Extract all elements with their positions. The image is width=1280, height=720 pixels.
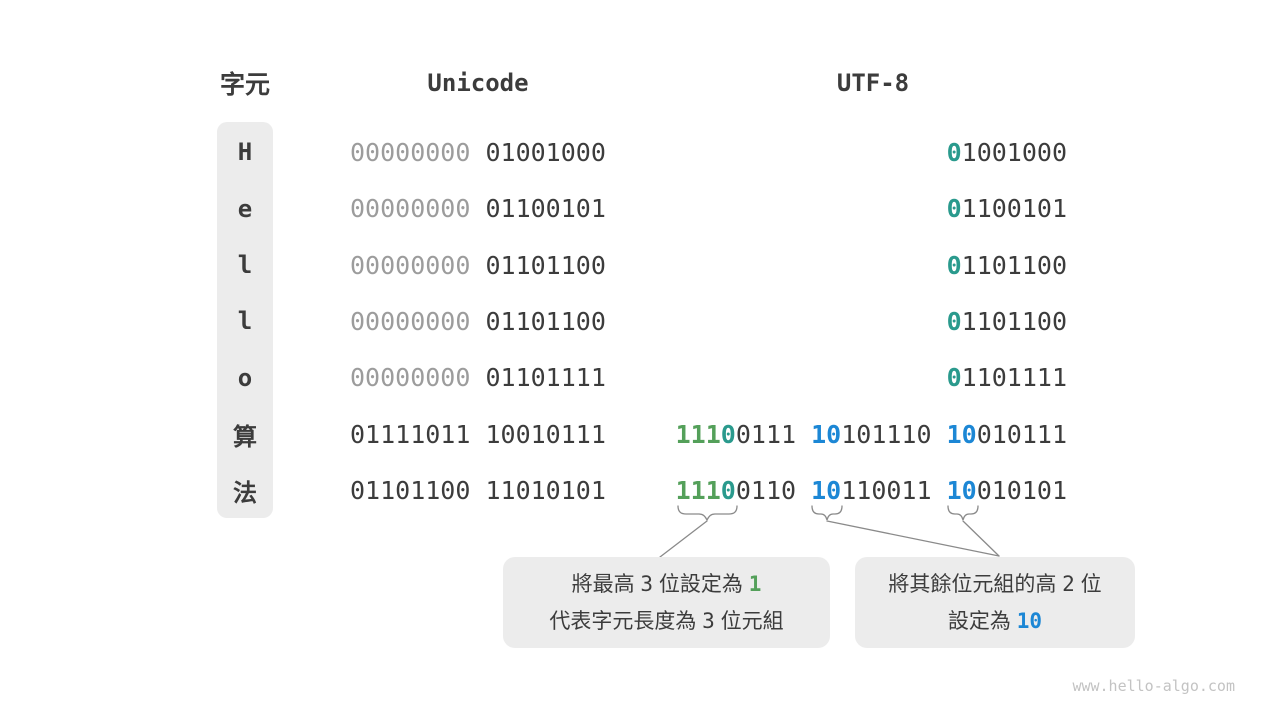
callout-line: 代表字元長度為 3 位元組 — [503, 603, 830, 640]
char-cell: o — [237, 363, 253, 392]
text-segment: 0110 — [735, 476, 812, 506]
text-segment: 10 — [946, 419, 977, 449]
text-segment: 10 — [946, 476, 977, 506]
text-segment: 01100101 — [485, 194, 606, 224]
text-segment: 00000000 — [350, 137, 486, 167]
char-cell: 法 — [233, 479, 257, 508]
unicode-binary: 00000000 01101111 — [350, 350, 606, 406]
unicode-binary: 00000000 01101100 — [350, 237, 606, 293]
text-segment: 10 — [1016, 608, 1043, 633]
text-segment: 01101111 — [485, 363, 606, 393]
unicode-binary: 01111011 10010111 — [350, 406, 606, 462]
text-segment: 0 — [946, 306, 962, 336]
text-segment: 1001000 — [961, 137, 1067, 167]
callout-line: 將其餘位元組的高 2 位 — [855, 566, 1135, 603]
text-segment: 1101111 — [961, 363, 1067, 393]
unicode-column-header: Unicode — [427, 69, 529, 97]
text-segment: 1 — [748, 571, 762, 596]
text-segment: 00000000 — [350, 250, 486, 280]
text-segment: 01111011 10010111 — [350, 419, 606, 449]
text-segment: 位 — [1074, 572, 1102, 596]
callout-continuation-prefix: 將其餘位元組的高 2 位 設定為 10 — [855, 557, 1135, 648]
text-segment: 3 — [640, 571, 654, 596]
text-segment: 代表字元長度為 — [549, 609, 703, 633]
callout-line: 設定為 10 — [855, 603, 1135, 640]
text-segment: 111 — [675, 476, 721, 506]
text-segment: 00000000 — [350, 194, 486, 224]
unicode-binary: 00000000 01001000 — [350, 124, 606, 180]
char-column-background — [217, 122, 273, 518]
text-segment: 位元組 — [714, 609, 784, 633]
char-cell: 算 — [233, 422, 257, 451]
text-segment: 0 — [946, 250, 962, 280]
callout-line: 將最高 3 位設定為 1 — [503, 566, 830, 603]
char-cell: l — [237, 251, 253, 280]
text-segment: 10 — [811, 419, 842, 449]
char-column-header: 字元 — [219, 71, 270, 99]
text-segment: 設定為 — [947, 609, 1017, 633]
text-segment: 101110 — [841, 419, 947, 449]
text-segment: 0111 — [735, 419, 812, 449]
text-segment: 01001000 — [485, 137, 606, 167]
text-segment: 2 — [1062, 571, 1075, 596]
text-segment: 10 — [811, 476, 842, 506]
text-segment: 00000000 — [350, 363, 486, 393]
watermark: www.hello-algo.com — [1072, 677, 1235, 695]
text-segment: 110011 — [841, 476, 947, 506]
char-cell: H — [237, 138, 253, 167]
utf8-column-header: UTF-8 — [836, 69, 910, 97]
char-cell: l — [237, 307, 253, 336]
text-segment: 0 — [946, 363, 962, 393]
text-segment: 1100101 — [961, 194, 1067, 224]
unicode-binary: 00000000 01101100 — [350, 293, 606, 349]
text-segment: 010101 — [976, 476, 1067, 506]
text-segment: 01101100 — [485, 250, 606, 280]
text-segment: 1101100 — [961, 250, 1067, 280]
text-segment: 0 — [946, 194, 962, 224]
text-segment: 010111 — [976, 419, 1067, 449]
text-segment: 0 — [720, 419, 736, 449]
text-segment: 01101100 — [485, 306, 606, 336]
connector-line-right — [962, 520, 1000, 557]
char-cell: e — [237, 194, 253, 223]
text-segment: 01101100 11010101 — [350, 476, 606, 506]
text-segment: 將其餘位元組的高 — [888, 572, 1063, 596]
unicode-binary: 01101100 11010101 — [350, 463, 606, 519]
text-segment: 1101100 — [961, 306, 1067, 336]
text-segment: 3 — [702, 608, 715, 633]
text-segment: 位設定為 — [653, 572, 749, 596]
text-segment: 將最高 — [571, 572, 641, 596]
unicode-binary: 00000000 01100101 — [350, 180, 606, 236]
text-segment: 00000000 — [350, 306, 486, 336]
connector-line-middle — [826, 520, 1000, 557]
callout-three-byte-prefix: 將最高 3 位設定為 1 代表字元長度為 3 位元組 — [503, 557, 830, 648]
text-segment: 111 — [675, 419, 721, 449]
text-segment: 0 — [946, 137, 962, 167]
connector-line-left — [659, 520, 708, 558]
text-segment: 0 — [720, 476, 736, 506]
